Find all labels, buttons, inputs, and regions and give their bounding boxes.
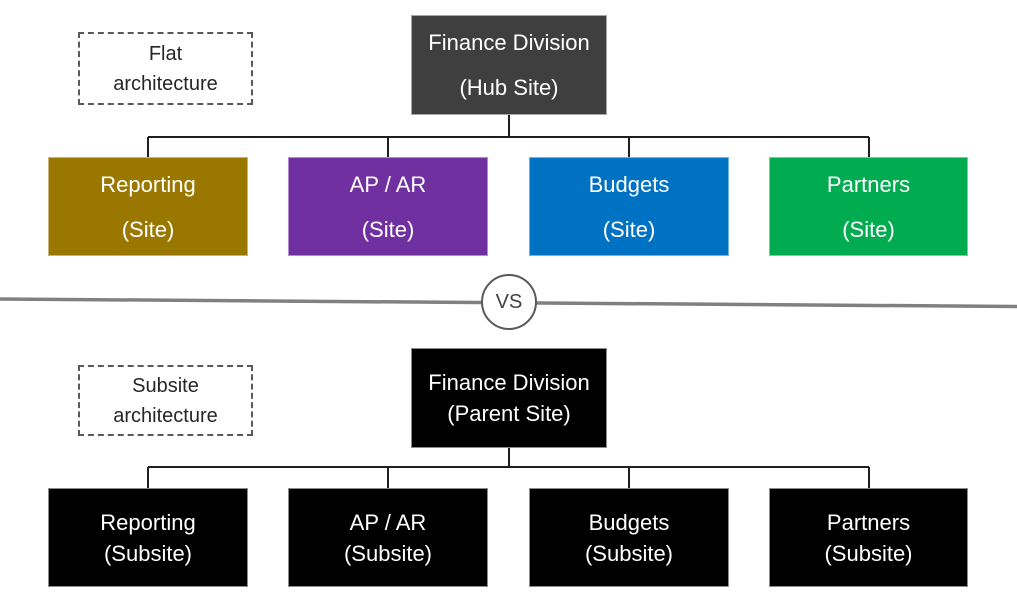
node-subtitle: (Subsite) <box>343 540 433 566</box>
node-subtitle: (Subsite) <box>103 540 193 566</box>
node-subtitle: (Site) <box>602 216 656 242</box>
node-title: Reporting <box>100 509 196 535</box>
subsite-box-reporting: Reporting (Subsite) <box>48 488 248 587</box>
flat-hub-site-box: Finance Division (Hub Site) <box>411 15 607 115</box>
node-title: Reporting <box>100 171 196 197</box>
node-title: AP / AR <box>349 171 427 197</box>
subsite-architecture-label: Subsite architecture <box>78 365 253 436</box>
flat-site-box-budgets: Budgets (Site) <box>529 157 729 256</box>
node-subtitle: (Parent Site) <box>447 401 571 426</box>
flat-site-box-reporting: Reporting (Site) <box>48 157 248 256</box>
label-line-1: Flat <box>148 42 183 65</box>
node-subtitle: (Site) <box>361 216 415 242</box>
node-title: Budgets <box>588 171 670 197</box>
subsite-box-budgets: Budgets (Subsite) <box>529 488 729 587</box>
subsite-box-ap-ar: AP / AR (Subsite) <box>288 488 488 587</box>
label-line-2: architecture <box>113 72 218 95</box>
subsite-parent-site-box: Finance Division (Parent Site) <box>411 348 607 448</box>
node-subtitle: (Subsite) <box>584 540 674 566</box>
flat-architecture-label: Flat architecture <box>78 32 253 105</box>
node-subtitle: (Site) <box>121 216 175 242</box>
label-line-2: architecture <box>113 404 218 427</box>
vs-label: VS <box>495 290 523 313</box>
flat-site-box-partners: Partners (Site) <box>769 157 968 256</box>
node-title: Finance Division <box>428 30 590 55</box>
node-subtitle: (Subsite) <box>824 540 913 566</box>
label-line-1: Subsite <box>132 374 199 397</box>
node-title: Budgets <box>588 509 670 535</box>
node-title: Partners <box>826 509 911 535</box>
flat-site-box-ap-ar: AP / AR (Site) <box>288 157 488 256</box>
node-title: AP / AR <box>349 509 427 535</box>
node-title: Finance Division <box>428 370 590 395</box>
node-subtitle: (Site) <box>842 216 895 242</box>
subsite-tree-connector <box>147 448 870 488</box>
node-subtitle: (Hub Site) <box>459 75 559 100</box>
vs-badge: VS <box>481 274 537 330</box>
node-title: Partners <box>826 171 911 197</box>
flat-tree-connector <box>147 115 870 157</box>
subsite-box-partners: Partners (Subsite) <box>769 488 968 587</box>
